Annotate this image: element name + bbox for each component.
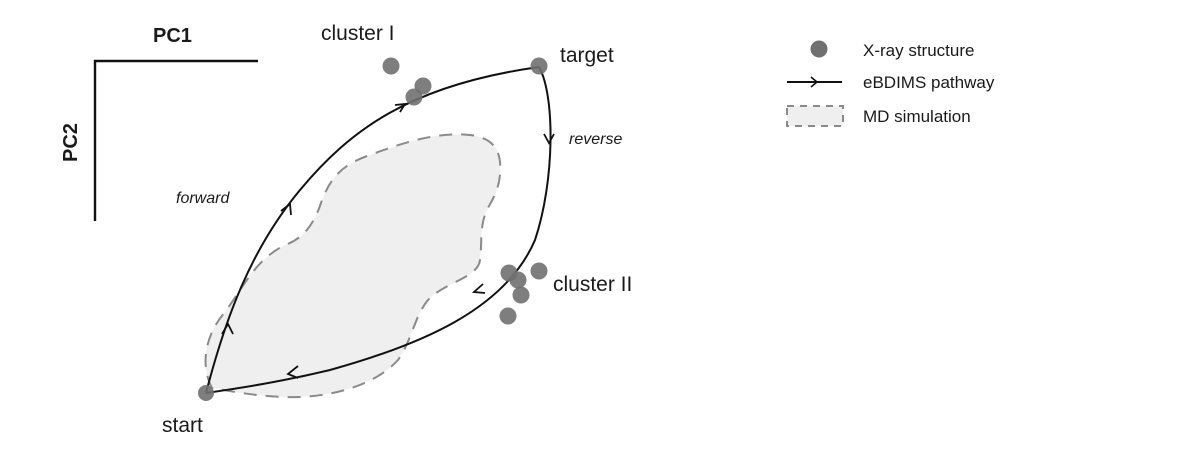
filled-circle-icon	[810, 40, 828, 58]
dashed-region-icon	[786, 105, 844, 127]
pc2-label: PC2	[60, 123, 82, 162]
cluster-2-point[interactable]	[530, 262, 548, 280]
reverse-label: reverse	[569, 131, 622, 148]
legend-item-xray: X-ray structure	[810, 40, 974, 60]
legend: X-ray structure eBDIMS pathway MD simula…	[786, 40, 995, 127]
pathway-arrows	[221, 102, 555, 379]
cluster-2-label: cluster II	[553, 273, 632, 296]
start-point[interactable]	[198, 385, 214, 401]
forward-arrow-icon	[394, 102, 407, 113]
reverse-pathway	[205, 66, 552, 394]
cluster-1-point[interactable]	[382, 57, 400, 75]
reverse-arrow-icon	[543, 133, 555, 145]
target-point[interactable]	[530, 57, 548, 75]
xray-points	[198, 57, 548, 401]
forward-arrow-icon	[280, 202, 292, 216]
cluster-1-label: cluster I	[321, 22, 395, 45]
cluster-2-point[interactable]	[509, 271, 527, 289]
axes: PC1 PC2	[60, 25, 258, 221]
start-label: start	[162, 414, 203, 437]
legend-label-md: MD simulation	[863, 107, 971, 126]
legend-item-md: MD simulation	[786, 105, 971, 127]
cluster-2-point[interactable]	[512, 286, 530, 304]
pc1-label: PC1	[153, 25, 192, 47]
forward-pathway	[205, 66, 540, 394]
cluster-1-point[interactable]	[405, 88, 423, 106]
legend-label-ebdims: eBDIMS pathway	[863, 73, 995, 92]
reverse-arrow-icon	[471, 283, 486, 294]
target-label: target	[560, 44, 614, 67]
cluster-2-point[interactable]	[499, 307, 517, 325]
md-simulation-region	[204, 133, 502, 399]
legend-label-xray: X-ray structure	[863, 41, 974, 60]
forward-arrow-icon	[221, 322, 234, 335]
legend-item-ebdims: eBDIMS pathway	[787, 73, 995, 92]
arrow-line-icon	[810, 76, 819, 88]
forward-label: forward	[176, 190, 230, 207]
reverse-arrow-icon	[286, 365, 299, 379]
